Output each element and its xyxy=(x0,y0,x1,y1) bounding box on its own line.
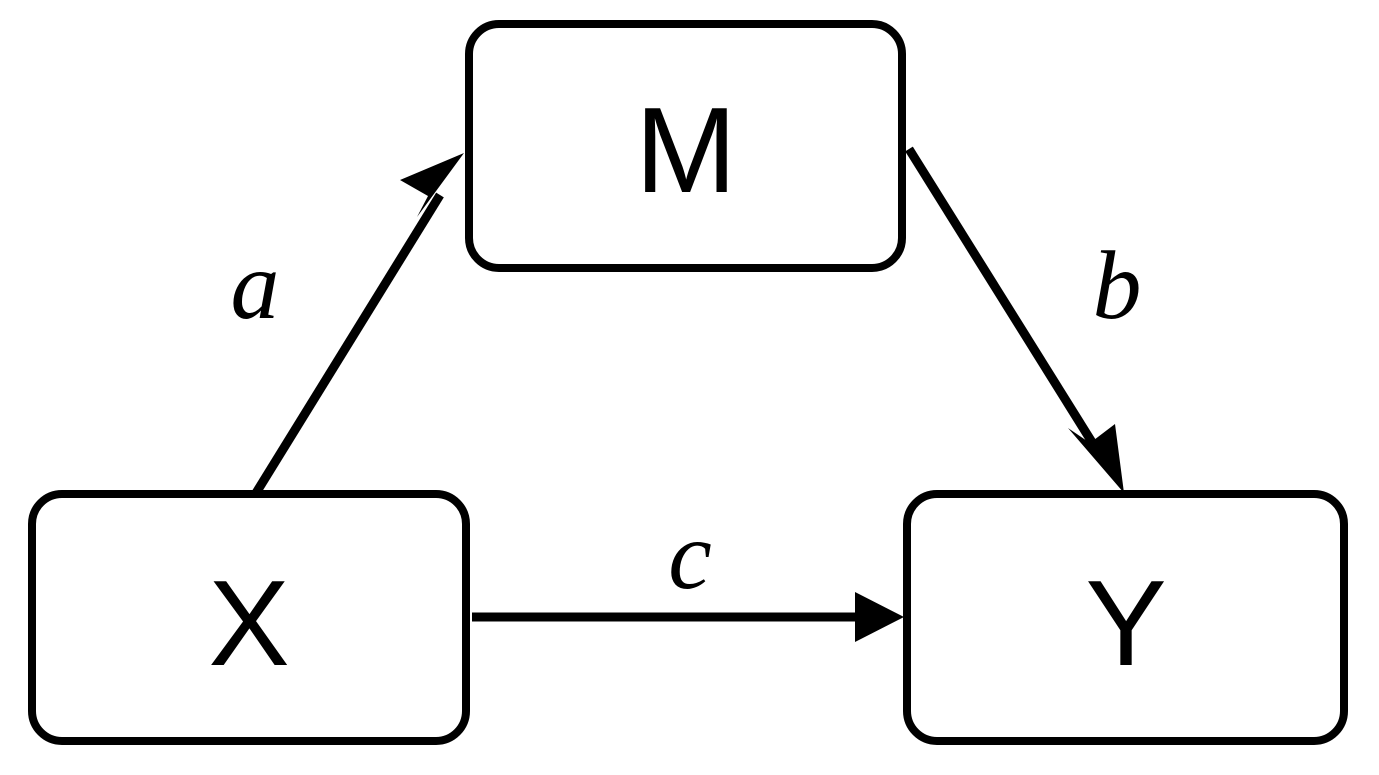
node-x-box[interactable] xyxy=(28,490,470,745)
node-y-label: Y xyxy=(1085,555,1166,691)
path-b-arrow xyxy=(905,146,1124,493)
path-b-arrowhead xyxy=(1068,424,1124,493)
node-m-box[interactable] xyxy=(465,20,906,272)
path-a-arrowhead xyxy=(400,153,464,217)
path-b-label: b xyxy=(1093,232,1142,340)
path-c-arrow xyxy=(472,592,904,642)
path-a-arrow xyxy=(252,153,464,496)
path-a-label: a xyxy=(231,232,280,340)
path-c-arrowhead xyxy=(855,592,904,642)
path-b-line xyxy=(905,146,1104,458)
node-m-label: M xyxy=(635,82,737,218)
node-x[interactable]: X xyxy=(28,490,470,745)
node-x-label: X xyxy=(208,555,289,691)
node-y-box[interactable] xyxy=(903,490,1348,745)
node-y[interactable]: Y xyxy=(903,490,1348,745)
node-m[interactable]: M xyxy=(465,20,906,272)
path-a-line xyxy=(252,192,444,496)
path-c-label: c xyxy=(668,502,712,610)
